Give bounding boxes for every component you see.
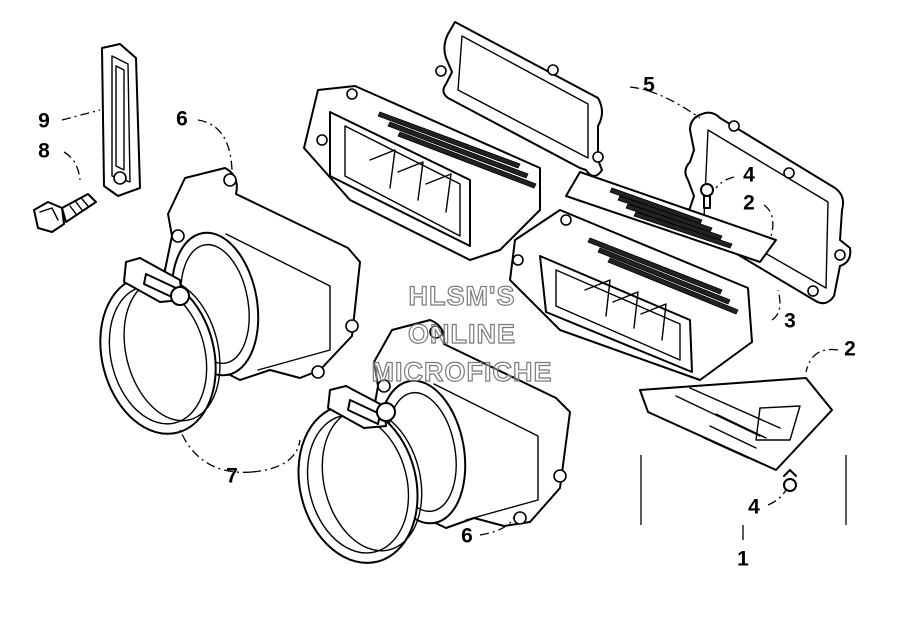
reed-petal-upper bbox=[565, 171, 777, 263]
gasket-upper bbox=[435, 21, 604, 177]
callout-5: 5 bbox=[643, 74, 655, 97]
reed-cage-lower bbox=[509, 209, 753, 381]
callout-3: 3 bbox=[784, 310, 796, 333]
bolt bbox=[33, 193, 97, 233]
watermark-line-3: MICROFICHE bbox=[372, 357, 553, 387]
hose-clamp-lower bbox=[297, 385, 423, 564]
watermark: HLSM'S ONLINE MICROFICHE bbox=[371, 280, 553, 387]
watermark-line-2: ONLINE bbox=[408, 319, 516, 349]
leader-lines bbox=[61, 86, 839, 536]
screw-upper bbox=[700, 183, 714, 209]
assembly-bracket bbox=[640, 455, 847, 540]
callout-6-top: 6 bbox=[176, 108, 188, 131]
callout-1: 1 bbox=[737, 548, 749, 571]
callout-4-top: 4 bbox=[743, 164, 755, 187]
reed-cage-upper bbox=[303, 85, 541, 261]
reed-petal-lower bbox=[639, 377, 833, 471]
callout-9: 9 bbox=[38, 110, 50, 133]
callout-8: 8 bbox=[38, 140, 50, 163]
callout-7: 7 bbox=[226, 465, 238, 488]
callout-2-right: 2 bbox=[844, 338, 856, 361]
screw-lower bbox=[783, 469, 797, 492]
callout-2-top: 2 bbox=[743, 192, 755, 215]
callout-4-bottom: 4 bbox=[748, 496, 760, 519]
bracket bbox=[101, 43, 141, 197]
watermark-line-1: HLSM'S bbox=[409, 281, 516, 311]
hose-clamp-upper bbox=[99, 257, 221, 435]
callout-6-bottom: 6 bbox=[461, 525, 473, 548]
callout-labels: 9 8 6 5 4 2 3 2 7 6 4 1 bbox=[38, 74, 856, 571]
